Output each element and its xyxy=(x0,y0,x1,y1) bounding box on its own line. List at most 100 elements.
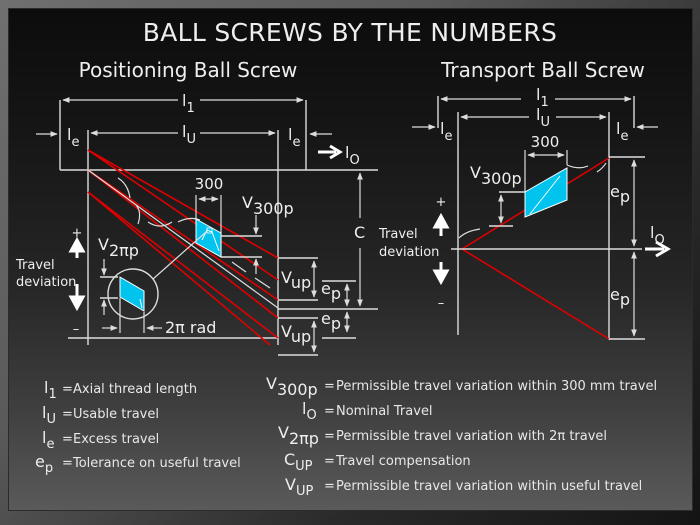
svg-text:V2πp: V2πp xyxy=(278,423,319,448)
t-segment-300-detail xyxy=(529,175,561,215)
segment-300-detail xyxy=(201,229,220,252)
t-v300p-label: V300p xyxy=(470,163,522,188)
v2pip-label: V2πp xyxy=(98,235,139,260)
transport-diagram: Transport Ball Screw l1 lU le le 300 V30… xyxy=(378,58,671,340)
svg-text:=: = xyxy=(324,404,335,419)
svg-text:le: le xyxy=(42,428,54,452)
legend-item: ep = Tolerance on useful travel xyxy=(35,452,241,476)
t-lu-label: lU xyxy=(536,105,550,130)
slide-title: BALL SCREWS BY THE NUMBERS xyxy=(143,18,557,47)
legend-item: le = Excess travel xyxy=(42,428,159,452)
svg-text:ep: ep xyxy=(35,452,53,476)
dash-2 xyxy=(254,277,271,289)
legend-item: l1 = Axial thread length xyxy=(44,378,197,402)
positioning-diagram: Positioning Ball Screw l1 lU le le lO C xyxy=(15,58,378,356)
dim300-label: 300 xyxy=(195,175,224,193)
lo-label: lO xyxy=(345,143,360,168)
legend-definition: Tolerance on useful travel xyxy=(72,456,241,471)
lo-arrow-icon xyxy=(318,144,343,160)
le-right-label: le xyxy=(288,125,300,150)
angle-arc-2 xyxy=(135,204,141,225)
l1-label: l1 xyxy=(182,91,195,116)
angle-arc-3 xyxy=(147,221,173,227)
deviation-line-5 xyxy=(87,191,279,339)
svg-text:l1: l1 xyxy=(44,378,57,402)
segment-2pi-detail xyxy=(139,298,143,309)
t-lower-deviation-line xyxy=(461,248,610,340)
t-le-right-label: le xyxy=(616,119,628,144)
transport-heading: Transport Ball Screw xyxy=(440,58,645,82)
ep-bottom-label: ep xyxy=(321,309,341,333)
lu-label: lU xyxy=(182,122,196,147)
legend-item: VUP = Permissible travel variation withi… xyxy=(285,475,642,499)
t-travel-label: Travel xyxy=(378,227,418,242)
legend-definition: Excess travel xyxy=(73,432,159,447)
legend-definition: Axial thread length xyxy=(73,382,197,397)
t-arrow-down-icon xyxy=(432,262,450,286)
two-pi-rad-label: 2π rad xyxy=(165,318,216,337)
legend-definition: Permissible travel variation within 300 … xyxy=(336,379,657,394)
deviation-lines xyxy=(87,149,279,346)
plus-sign: + xyxy=(72,226,83,241)
legend-definition: Permissible travel variation with 2π tra… xyxy=(336,429,607,444)
svg-text:=: = xyxy=(324,454,335,469)
t-lo-arrow-icon xyxy=(645,240,671,258)
legend-definition: Travel compensation xyxy=(335,454,471,469)
angle-arc-1 xyxy=(117,177,131,199)
t-plus-sign: + xyxy=(436,195,447,210)
positioning-heading: Positioning Ball Screw xyxy=(79,58,298,82)
svg-text:VUP: VUP xyxy=(285,475,313,499)
deviation-line-1 xyxy=(87,149,279,259)
ep-top-label: ep xyxy=(321,279,341,303)
legend-item: V300p = Permissible travel variation wit… xyxy=(266,374,657,399)
v300p-label: V300p xyxy=(242,193,294,218)
t-angle-arc-1 xyxy=(566,164,589,169)
svg-text:V300p: V300p xyxy=(266,374,318,399)
t-angle-arc-2 xyxy=(596,162,607,173)
t-segment-300-highlight xyxy=(524,167,568,218)
t-l1-label: l1 xyxy=(536,85,549,110)
deviation-line-2 xyxy=(87,149,279,281)
legend-item: CUP = Travel compensation xyxy=(284,450,471,474)
svg-text:=: = xyxy=(62,382,73,397)
svg-text:=: = xyxy=(324,479,335,494)
legend-definition: Nominal Travel xyxy=(336,404,433,419)
arrow-down-icon xyxy=(68,284,86,312)
svg-text:=: = xyxy=(62,432,73,447)
svg-text:=: = xyxy=(62,456,73,471)
legend-item: lU = Usable travel xyxy=(42,403,159,427)
svg-text:lO: lO xyxy=(302,399,317,423)
minus-sign: – xyxy=(73,322,80,337)
legend-definition: Permissible travel variation within usef… xyxy=(336,479,642,494)
t-arrow-up-icon xyxy=(432,212,450,236)
svg-text:=: = xyxy=(324,379,335,394)
svg-text:=: = xyxy=(324,429,335,444)
legend-item: lO = Nominal Travel xyxy=(302,399,433,423)
deviation-label: deviation xyxy=(16,275,76,290)
t-lo-label: lO xyxy=(650,223,665,248)
svg-text:lU: lU xyxy=(42,403,56,427)
t-deviation-label: deviation xyxy=(379,245,439,260)
t-dim300-label: 300 xyxy=(531,133,560,151)
magnifier-connector xyxy=(152,231,207,280)
angle-arc-4 xyxy=(177,217,201,223)
mean-travel-line xyxy=(87,169,279,309)
deviation-line-3 xyxy=(87,169,279,301)
vup-bottom-label: Vup xyxy=(281,322,311,346)
t-ep-bottom-label: ep xyxy=(610,285,630,309)
arrow-up-icon xyxy=(68,236,86,258)
dash-1 xyxy=(231,261,247,273)
t-ep-top-label: ep xyxy=(610,182,630,206)
svg-text:=: = xyxy=(62,407,73,422)
c-label: C xyxy=(354,223,365,242)
travel-label: Travel xyxy=(15,258,55,273)
svg-text:CUP: CUP xyxy=(284,450,313,474)
segment-300-box xyxy=(206,227,213,234)
legend: l1 = Axial thread length lU = Usable tra… xyxy=(35,374,657,499)
magnifier-circle xyxy=(107,268,159,320)
vup-top-label: Vup xyxy=(281,268,311,292)
t-le-left-label: le xyxy=(440,119,452,144)
t-angle-arc-3 xyxy=(458,228,481,239)
legend-definition: Usable travel xyxy=(73,407,159,422)
